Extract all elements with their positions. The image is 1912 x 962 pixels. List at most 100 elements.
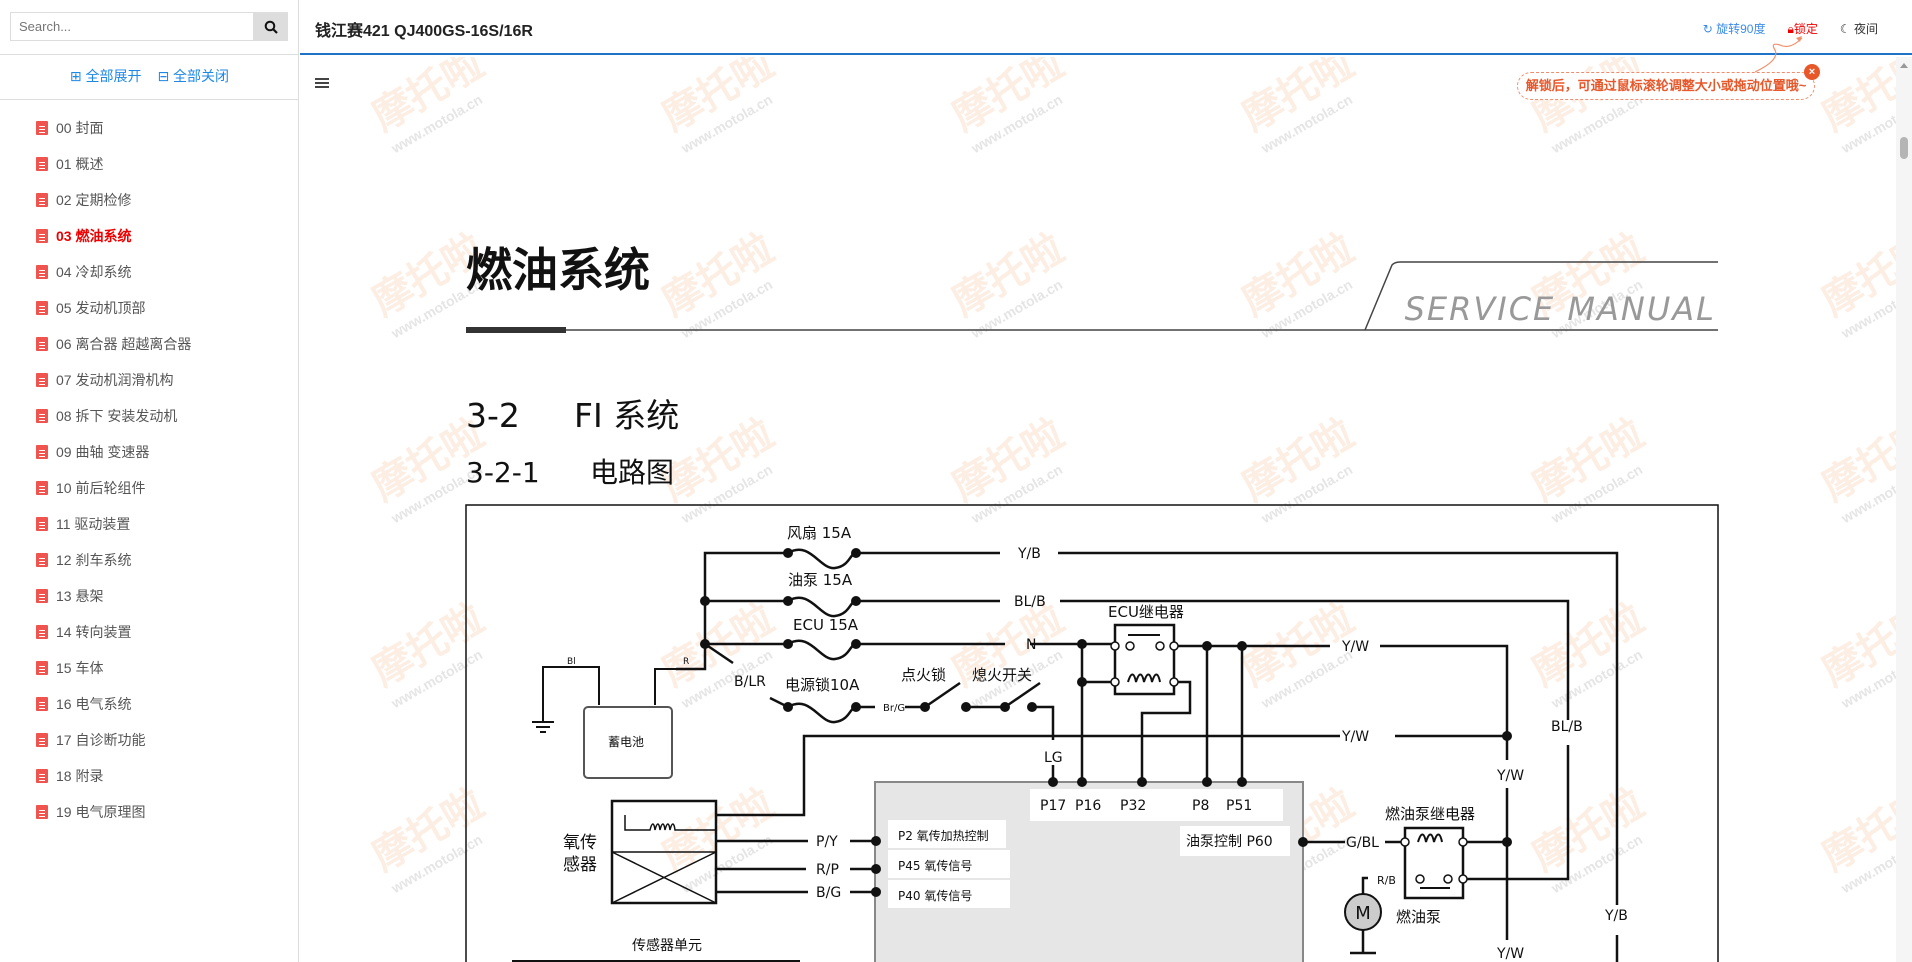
junction-dot: [920, 702, 930, 712]
label-lg: LG: [1044, 750, 1063, 766]
sidebar-item[interactable]: 19 电气原理图: [0, 794, 299, 830]
sidebar-item[interactable]: 04 冷却系统: [0, 254, 299, 290]
banner-line: [466, 261, 1718, 331]
document-icon: [36, 481, 48, 495]
junction-dot: [961, 702, 971, 712]
junction-dot: [851, 548, 861, 558]
sidebar-item[interactable]: 06 离合器 超越离合器: [0, 326, 299, 362]
collapse-all-button[interactable]: ⊟ 全部关闭: [157, 68, 230, 84]
pin-p40: P40 氧传信号: [898, 888, 972, 903]
lock-label: 锁定: [1793, 22, 1818, 36]
document-icon: [36, 337, 48, 351]
sidebar-item[interactable]: 14 转向装置: [0, 614, 299, 650]
wire-ground: [532, 666, 600, 733]
wire-rb: [1350, 876, 1376, 955]
expand-all-button[interactable]: ⊞ 全部展开: [69, 68, 142, 84]
sidebar-item[interactable]: 00 封面: [0, 110, 299, 146]
sidebar-item[interactable]: 05 发动机顶部: [0, 290, 299, 326]
sidebar-item[interactable]: 02 定期检修: [0, 182, 299, 218]
document-icon: [36, 157, 48, 171]
pin-p60: 油泵控制 P60: [1186, 834, 1273, 850]
sidebar-item[interactable]: 15 车体: [0, 650, 299, 686]
sidebar-item[interactable]: 03 燃油系统: [0, 218, 299, 254]
junction-dot: [1137, 777, 1147, 787]
scroll-up-arrow[interactable]: [1900, 63, 1908, 68]
menu-icon[interactable]: [315, 78, 329, 88]
junction-dot: [783, 548, 793, 558]
document-icon: [36, 301, 48, 315]
label-py: P/Y: [816, 834, 838, 850]
pin-p17: P17: [1040, 798, 1066, 814]
junction-dot: [1077, 639, 1087, 649]
tree-controls: ⊞ 全部展开 ⊟ 全部关闭: [0, 66, 299, 86]
sidebar-item-label: 00 封面: [56, 120, 104, 136]
junction-dot: [1202, 641, 1212, 651]
pin-p45: P45 氧传信号: [898, 858, 972, 873]
junction-dot: [1048, 777, 1058, 787]
junction-dot: [1237, 641, 1247, 651]
search-input[interactable]: [10, 12, 254, 41]
o2-heater: [611, 815, 717, 904]
night-mode-button[interactable]: ☾ 夜间: [1840, 20, 1878, 37]
label-n: N: [1026, 637, 1036, 653]
scrollbar[interactable]: [1896, 57, 1912, 962]
label-o2-sensor: 氧传: [563, 833, 597, 853]
lock-button[interactable]: 🔒︎锁定: [1787, 20, 1817, 37]
lock-tip: 解锁后，可通过鼠标滚轮调整大小或拖动位置哦~: [1517, 72, 1815, 100]
label-blb: BL/B: [1551, 719, 1583, 735]
sidebar-item-label: 11 驱动装置: [56, 516, 131, 532]
sidebar-item[interactable]: 16 电气系统: [0, 686, 299, 722]
document-icon: [36, 373, 48, 387]
sidebar-item[interactable]: 08 拆下 安装发动机: [0, 398, 299, 434]
sidebar-item[interactable]: 17 自诊断功能: [0, 722, 299, 758]
terminal-ring: [1458, 837, 1468, 847]
diagram-frame: [465, 504, 1719, 962]
label-ignition: 点火锁: [901, 666, 946, 684]
battery: [583, 706, 673, 779]
terminal-rings: [1110, 641, 1468, 884]
rotate-label: 旋转90度: [1716, 22, 1766, 36]
sidebar-item[interactable]: 11 驱动装置: [0, 506, 299, 542]
divider: [0, 99, 299, 100]
label-ecu-relay: ECU继电器: [1108, 603, 1184, 621]
sidebar-item[interactable]: 13 悬架: [0, 578, 299, 614]
sidebar-item[interactable]: 09 曲轴 变速器: [0, 434, 299, 470]
sidebar-item-label: 01 概述: [56, 156, 104, 172]
sidebar-item[interactable]: 12 刹车系统: [0, 542, 299, 578]
lock-icon: 🔒︎: [1787, 22, 1794, 36]
terminal-ring: [1400, 837, 1410, 847]
sidebar-item-label: 04 冷却系统: [56, 264, 132, 280]
junction-dot: [1077, 777, 1087, 787]
label-fuse-fan: 风扇 15A: [787, 524, 852, 542]
wire-r: [654, 668, 676, 705]
sidebar-item-label: 06 离合器 超越离合器: [56, 336, 192, 352]
label-fuse-ecu: ECU 15A: [793, 616, 859, 634]
close-tip-button[interactable]: ×: [1804, 64, 1820, 80]
pin-p51: P51: [1226, 798, 1252, 814]
search-icon: [264, 20, 278, 34]
label-fuse-pump: 油泵 15A: [788, 571, 853, 589]
sidebar-item-label: 16 电气系统: [56, 696, 132, 712]
sidebar-item[interactable]: 18 附录: [0, 758, 299, 794]
sidebar-item[interactable]: 01 概述: [0, 146, 299, 182]
sidebar-item[interactable]: 07 发动机润滑机构: [0, 362, 299, 398]
label-kill-switch: 熄火开关: [972, 666, 1032, 684]
rotate-button[interactable]: ↻ 旋转90度: [1703, 20, 1766, 37]
document-title: 钱江赛421 QJ400GS-16S/16R: [315, 23, 533, 40]
label-blb: BL/B: [1014, 594, 1046, 610]
label-brg: Br/G: [883, 703, 905, 714]
junction-dot: [1202, 777, 1212, 787]
wire-blb: [856, 599, 1570, 881]
wire-yb: [856, 551, 1619, 962]
terminal-ring: [1110, 677, 1120, 687]
junction-dot: [1502, 731, 1512, 741]
sidebar-item[interactable]: 10 前后轮组件: [0, 470, 299, 506]
document-icon: [36, 769, 48, 783]
terminal-ring: [1443, 874, 1453, 884]
search-button[interactable]: [254, 12, 288, 41]
scrollbar-thumb[interactable]: [1900, 137, 1908, 159]
sidebar-item-label: 05 发动机顶部: [56, 300, 146, 316]
motor-symbol: M: [1355, 903, 1371, 924]
